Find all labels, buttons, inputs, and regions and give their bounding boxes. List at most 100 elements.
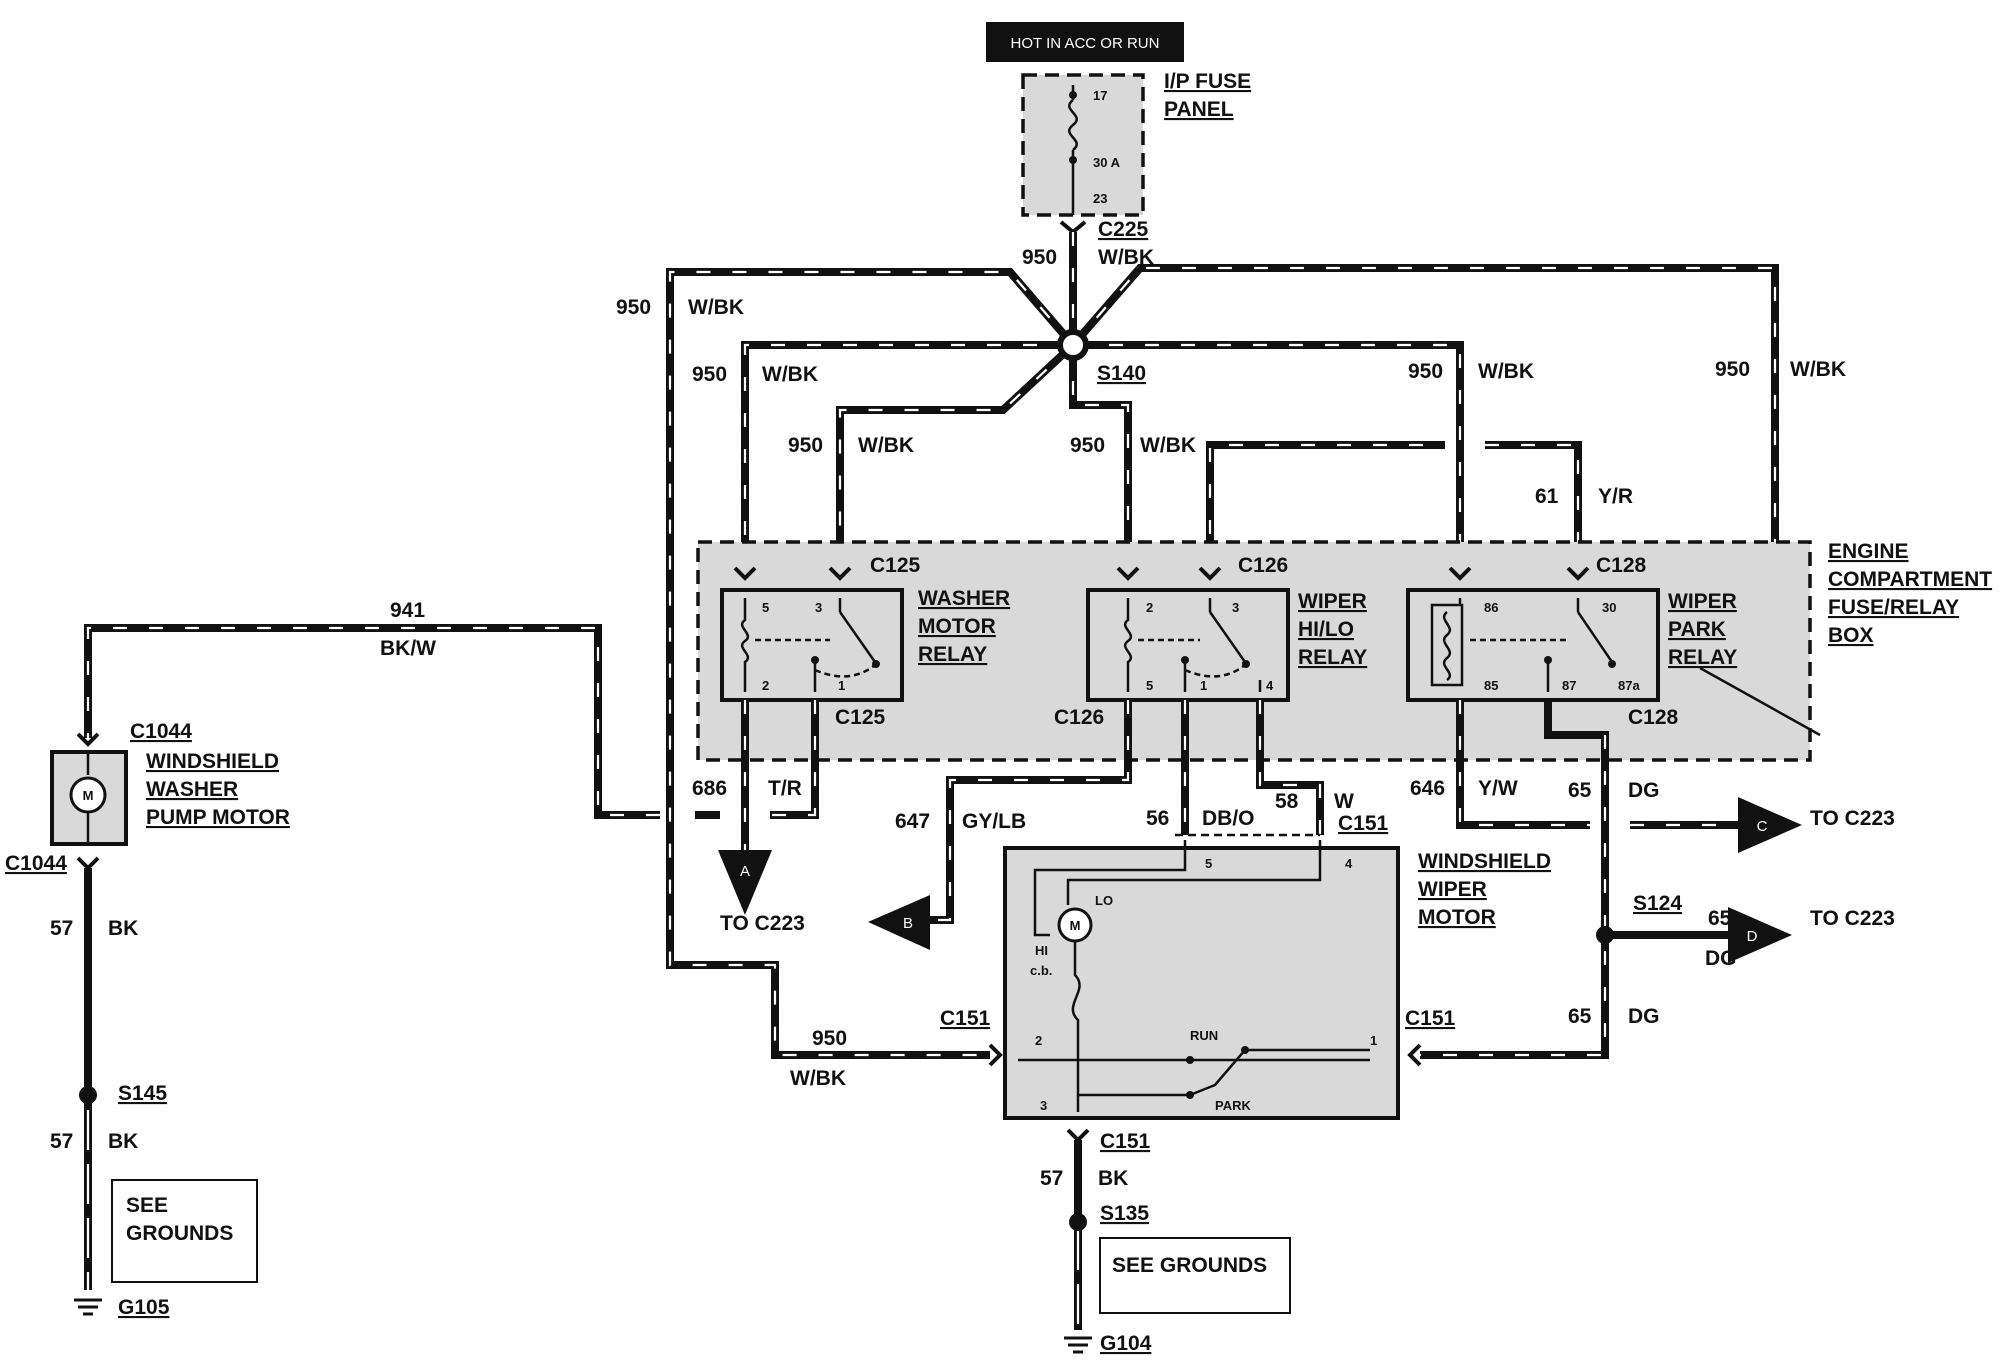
connector-c225: C225 [1098,218,1149,241]
wire-950-label-3: 950 [788,434,823,457]
washer-relay-pin-2: 2 [762,678,769,693]
fuse-pin-23: 23 [1093,191,1107,206]
wiper-motor-label-2: WIPER [1418,878,1487,901]
park-relay-pin-87: 87 [1562,678,1576,693]
washer-relay-internals [740,598,880,692]
wire-950-color-6: W/BK [1790,358,1846,381]
ground-g105-icon [74,1298,102,1316]
wire-686-label: 686 [692,777,727,800]
wiper-motor-internals [1018,833,1370,1112]
connector-c151-top: C151 [1338,812,1389,835]
connector-c151-bottom: C151 [1100,1130,1151,1153]
c225-wire-color: W/BK [1098,246,1154,269]
hilo-relay-label-3: RELAY [1298,646,1367,669]
power-source-label: HOT IN ACC OR RUN [1011,35,1160,52]
wire-57-motor-color: BK [1098,1167,1128,1190]
wire-950-label-4: 950 [1070,434,1105,457]
wire-56-color: DB/O [1202,807,1255,830]
wiper-motor-pin-3: 3 [1040,1098,1047,1113]
destination-a-letter: A [740,863,750,880]
wire-950-label-5: 950 [1408,360,1443,383]
wiper-motor-cb: c.b. [1030,963,1052,978]
hilo-relay-pin-4: 4 [1266,678,1274,693]
fuse-30a [1068,85,1078,215]
wire-65-color-top: DG [1628,779,1660,802]
wire-65-label-bottom: 65 [1568,1005,1592,1028]
wire-950-color-4: W/BK [1140,434,1196,457]
park-relay-label-2: PARK [1668,618,1726,641]
splice-s135 [1069,1213,1087,1231]
connector-c1044-bottom: C1044 [5,852,67,875]
hilo-relay-pin-2: 2 [1146,600,1153,615]
wire-647-label: 647 [895,810,930,833]
see-grounds-box-1 [111,1179,258,1283]
wire-686-color: T/R [768,777,802,800]
washer-pump-symbol: M [83,788,94,803]
destination-d-label: TO C223 [1810,907,1895,930]
wiper-motor-label-3: MOTOR [1418,906,1496,929]
wire-57-pump-color: BK [108,917,138,940]
destination-a-arrow [718,850,772,915]
wire-950-label-left: 950 [616,296,651,319]
see-grounds-text-1a: SEE [126,1194,168,1217]
lower-wires [84,624,1740,1059]
splice-s135-label: S135 [1100,1202,1149,1225]
wiper-motor-pin-4: 4 [1345,856,1353,871]
wire-65-color-bottom: DG [1628,1005,1660,1028]
destination-c-arrow [1738,797,1802,853]
park-relay-pin-86: 86 [1484,600,1498,615]
wiper-motor-label-1: WINDSHIELD [1418,850,1551,873]
washer-relay-label-1: WASHER [918,587,1010,610]
wiper-hi-lo-relay [1086,588,1290,702]
wire-61-label: 61 [1535,485,1559,508]
wire-57-pump-label: 57 [50,917,73,940]
destination-c-label: TO C223 [1810,807,1895,830]
washer-motor-relay [720,588,904,702]
wire-950-label-6: 950 [1715,358,1750,381]
ip-fuse-panel [1021,73,1145,217]
washer-relay-label-2: MOTOR [918,615,996,638]
washer-relay-label-3: RELAY [918,643,987,666]
engine-box-label-1: ENGINE [1828,540,1909,563]
windshield-wiper-motor [1003,846,1400,1120]
wire-65-label-d: 65 [1708,907,1732,930]
see-grounds-box-2 [1099,1237,1291,1314]
wire-58-label: 58 [1275,790,1299,813]
wire-950-color-5: W/BK [1478,360,1534,383]
engine-box-label-2: COMPARTMENT [1828,568,1992,591]
engine-box-label-3: FUSE/RELAY [1828,596,1959,619]
connector-c128-top: C128 [1596,554,1647,577]
wire-950-label-top: 950 [1022,246,1057,269]
destination-b-letter: B [903,915,913,932]
wire-65-label-top: 65 [1568,779,1592,802]
destination-b-arrow [868,895,930,950]
engine-box-label-4: BOX [1828,624,1874,647]
washer-pump-label-3: PUMP MOTOR [146,806,290,829]
park-relay-pin-30: 30 [1602,600,1616,615]
wire-950-label-2: 950 [692,363,727,386]
wire-61 [1206,441,1582,570]
connector-c1044-top: C1044 [130,720,192,743]
wire-950-label-bottom: 950 [812,1027,847,1050]
connector-c151-left: C151 [940,1007,991,1030]
hilo-relay-label-1: WIPER [1298,590,1367,613]
wiper-park-relay [1406,588,1660,702]
wiper-motor-lo: LO [1095,893,1113,908]
fuse-panel-label-2: PANEL [1164,98,1234,121]
wire-646-label: 646 [1410,777,1445,800]
wire-941-color: BK/W [380,637,436,660]
washer-pump-internals [69,752,107,844]
wiper-motor-symbol: M [1070,918,1081,933]
fuse-rating: 30 A [1093,155,1121,170]
see-grounds-text-1b: GROUNDS [126,1222,233,1245]
wire-950-color-left: W/BK [688,296,744,319]
connector-c125-bottom: C125 [835,706,886,729]
washer-pump-label-1: WINDSHIELD [146,750,279,773]
park-relay-pin-85: 85 [1484,678,1498,693]
wire-56-label: 56 [1146,807,1169,830]
wire-950-color-2: W/BK [762,363,818,386]
hilo-relay-pin-5: 5 [1146,678,1153,693]
connector-c126-top: C126 [1238,554,1288,577]
power-source-tag [986,22,1184,62]
